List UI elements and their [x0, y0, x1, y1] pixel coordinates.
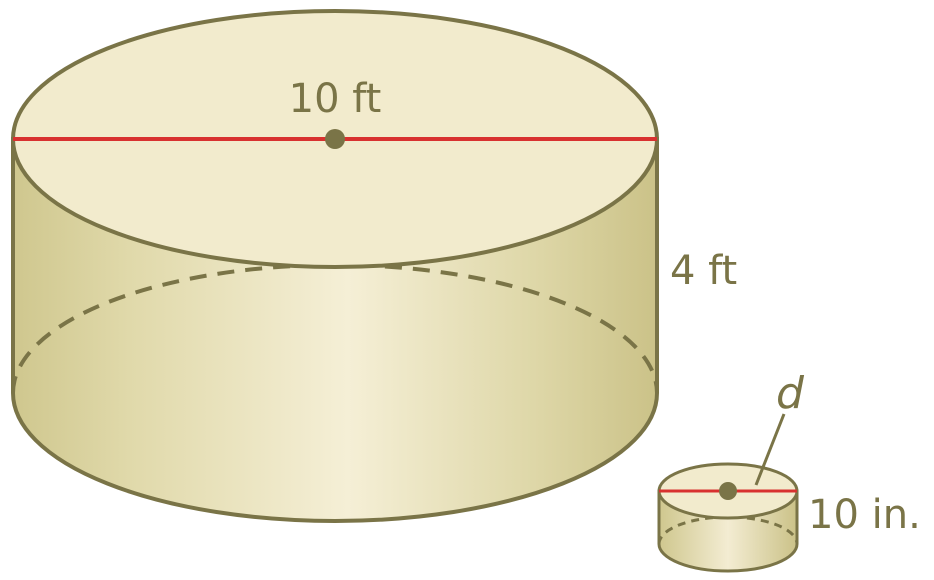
large-center-point	[325, 129, 345, 149]
small-diameter-pointer	[754, 413, 786, 486]
small-cylinder: d 10 in.	[657, 368, 921, 573]
large-height-label: 4 ft	[670, 248, 737, 294]
large-diameter-label: 10 ft	[289, 76, 382, 122]
small-center-point	[719, 482, 737, 500]
small-height-label: 10 in.	[808, 492, 921, 538]
small-cylinder-hidden-base-edge	[657, 515, 799, 545]
small-diameter-label: d	[776, 368, 805, 419]
large-cylinder: 10 ft 4 ft	[11, 9, 737, 523]
